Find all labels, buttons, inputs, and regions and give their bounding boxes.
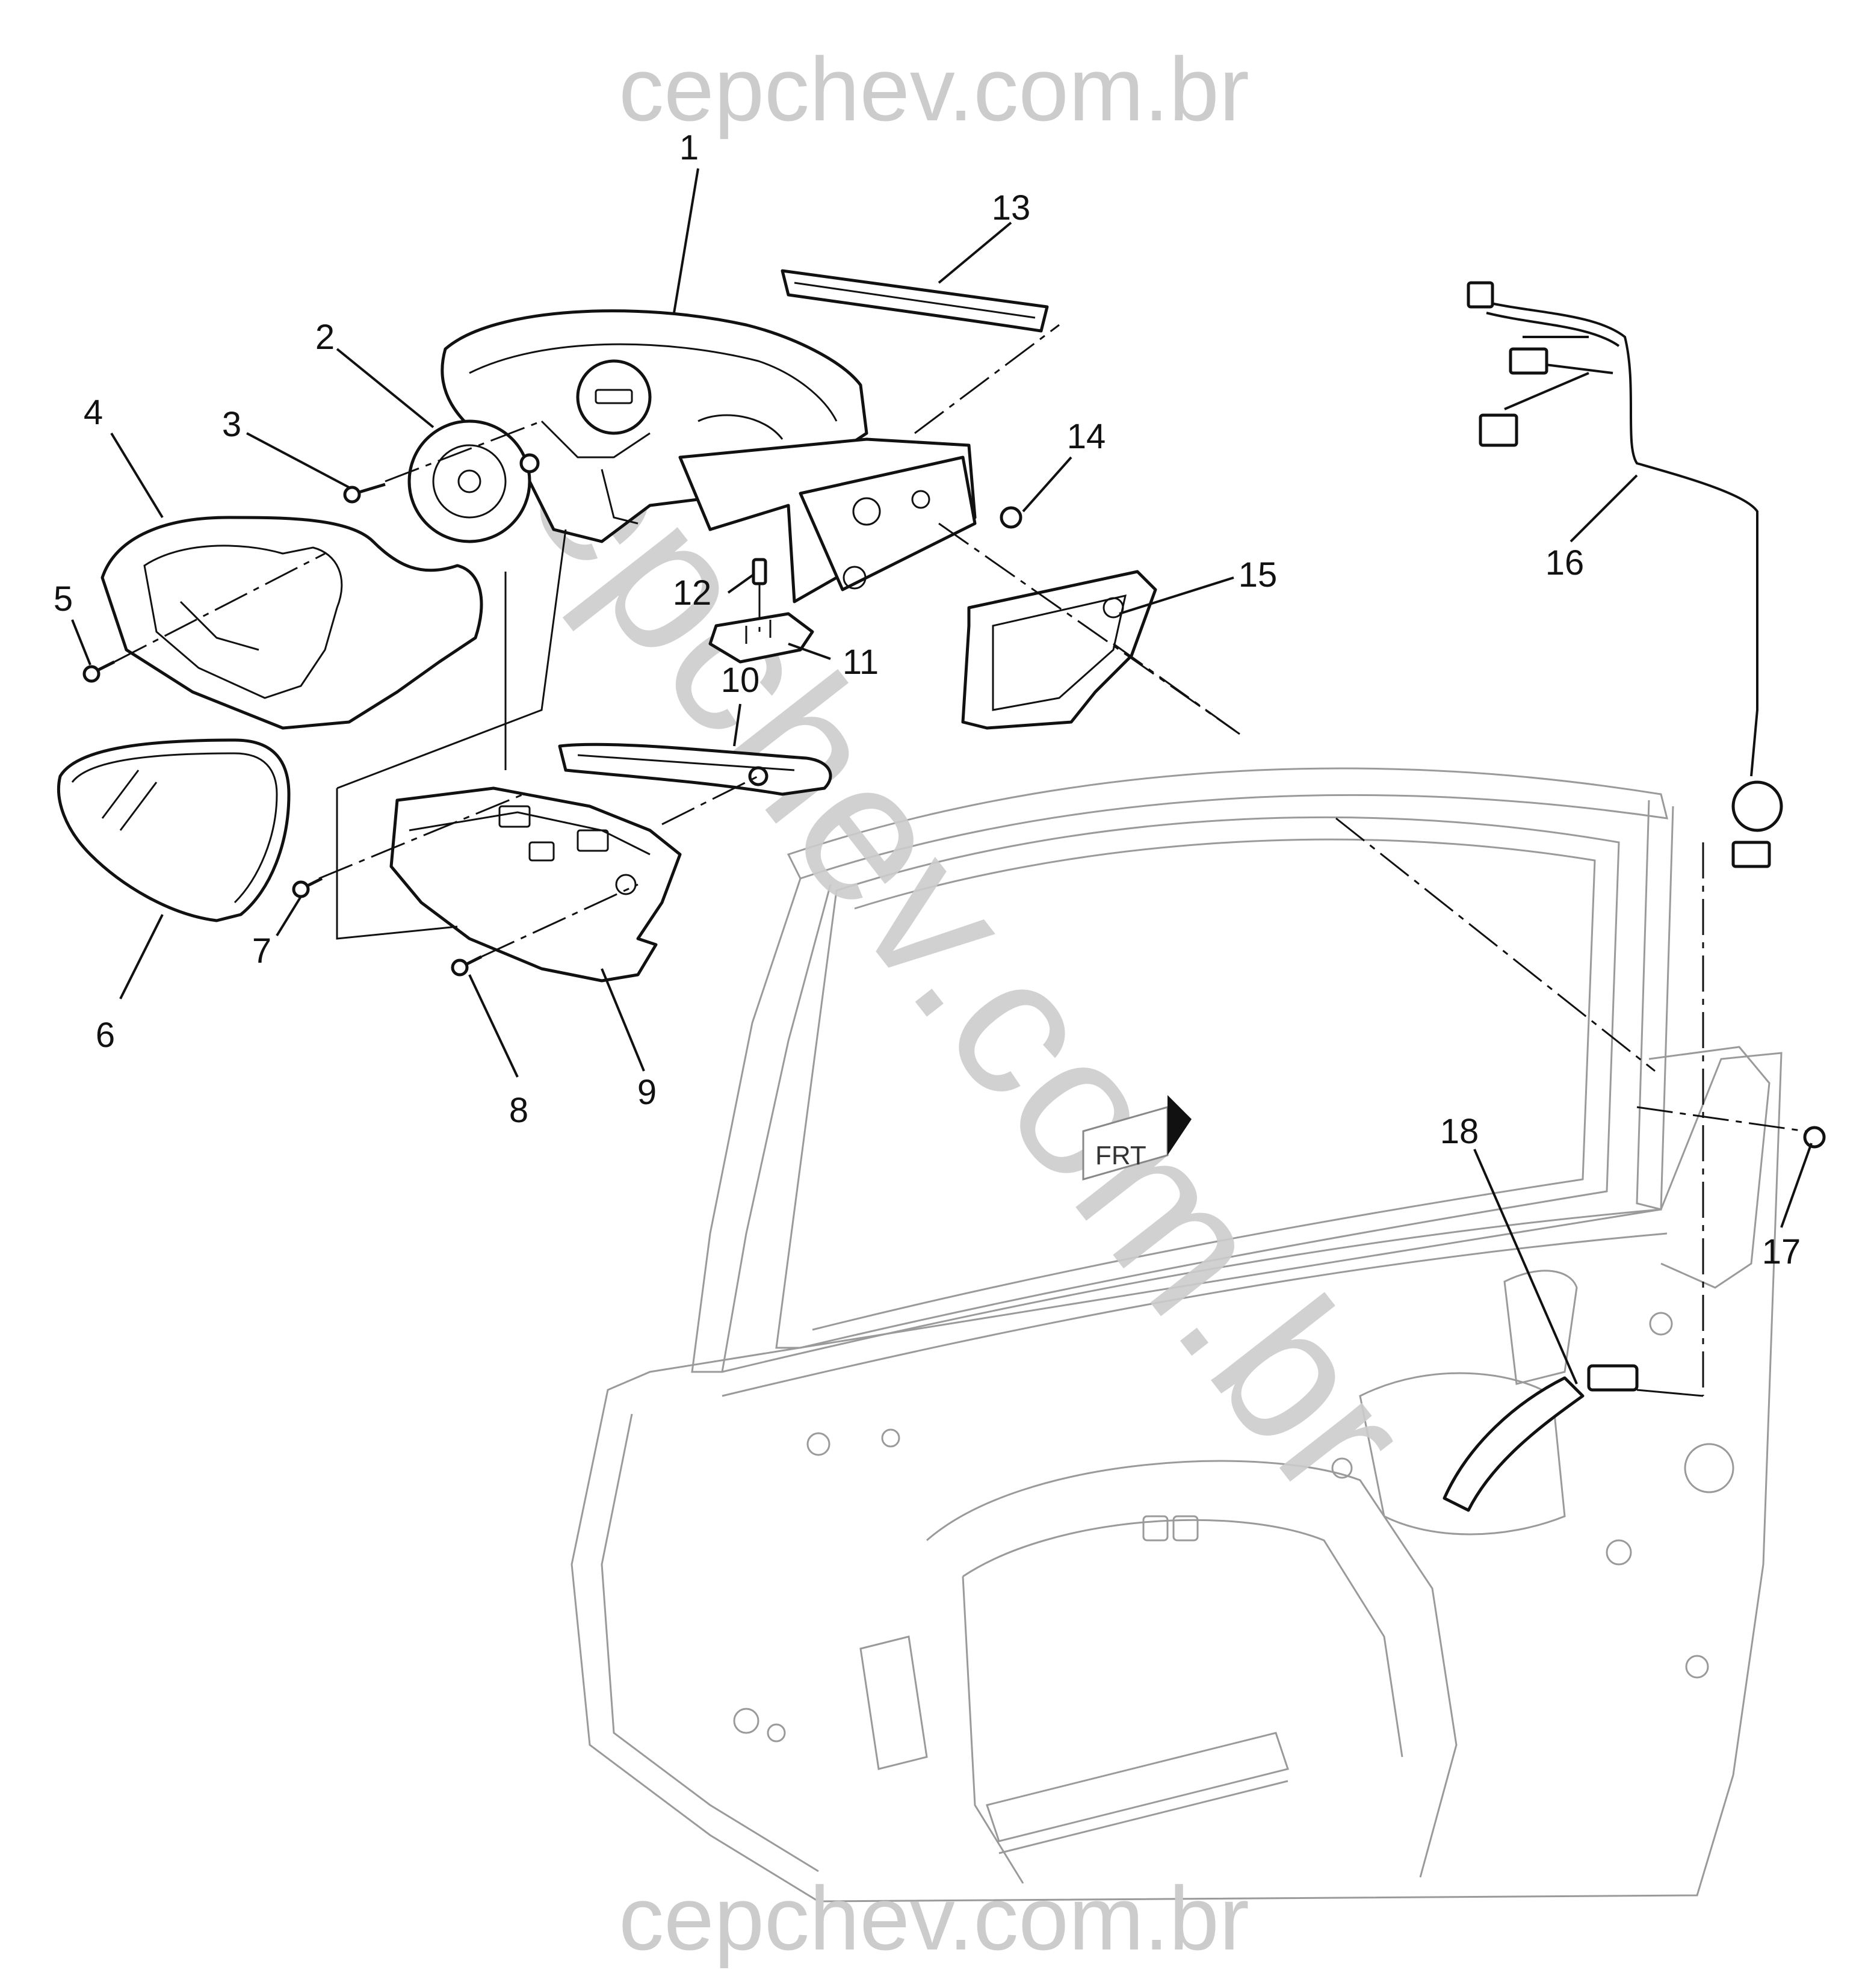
mirror-base-bracket [678,437,977,604]
mirror-lower-housing [389,786,682,983]
wiring-harness [1467,281,1783,868]
callout-numbers: 1 2 3 4 5 6 7 8 9 10 11 12 13 14 15 16 1… [54,128,1801,1271]
callout-17: 17 [1762,1232,1801,1271]
watermark-bottom: cepchev.com.br [619,1868,1249,1969]
callout-13: 13 [992,188,1031,227]
callout-6: 6 [96,1016,115,1055]
callout-2: 2 [315,318,335,357]
callout-8: 8 [509,1091,528,1130]
harness-boot [1443,1364,1639,1512]
callout-18: 18 [1440,1112,1479,1151]
turn-signal-lamp [558,742,832,796]
callout-3: 3 [222,405,241,444]
mirror-mount-plate [961,570,1157,730]
callout-15: 15 [1239,555,1278,594]
callout-1: 1 [679,128,699,167]
mirror-cover [101,516,483,730]
callout-12: 12 [673,573,712,613]
mirror-actuator [407,419,540,543]
leader-lines [71,168,1813,1384]
callout-11: 11 [843,643,879,682]
front-direction-label: FRT [1095,1141,1146,1170]
callout-5: 5 [54,579,73,619]
callout-10: 10 [721,661,760,700]
watermark-top: cepchev.com.br [619,39,1249,140]
door-frame [571,767,1783,1903]
clip [708,612,814,664]
callout-4: 4 [84,393,103,432]
callout-9: 9 [637,1073,657,1112]
mirror-cover-strip [781,269,1049,333]
callout-7: 7 [252,931,271,971]
assembly-lines [114,324,1806,1397]
fasteners [82,483,1826,1149]
callout-14: 14 [1067,417,1106,456]
mirror-glass [57,738,291,922]
callout-16: 16 [1545,543,1585,582]
front-direction-marker: FRT [1082,1095,1192,1181]
